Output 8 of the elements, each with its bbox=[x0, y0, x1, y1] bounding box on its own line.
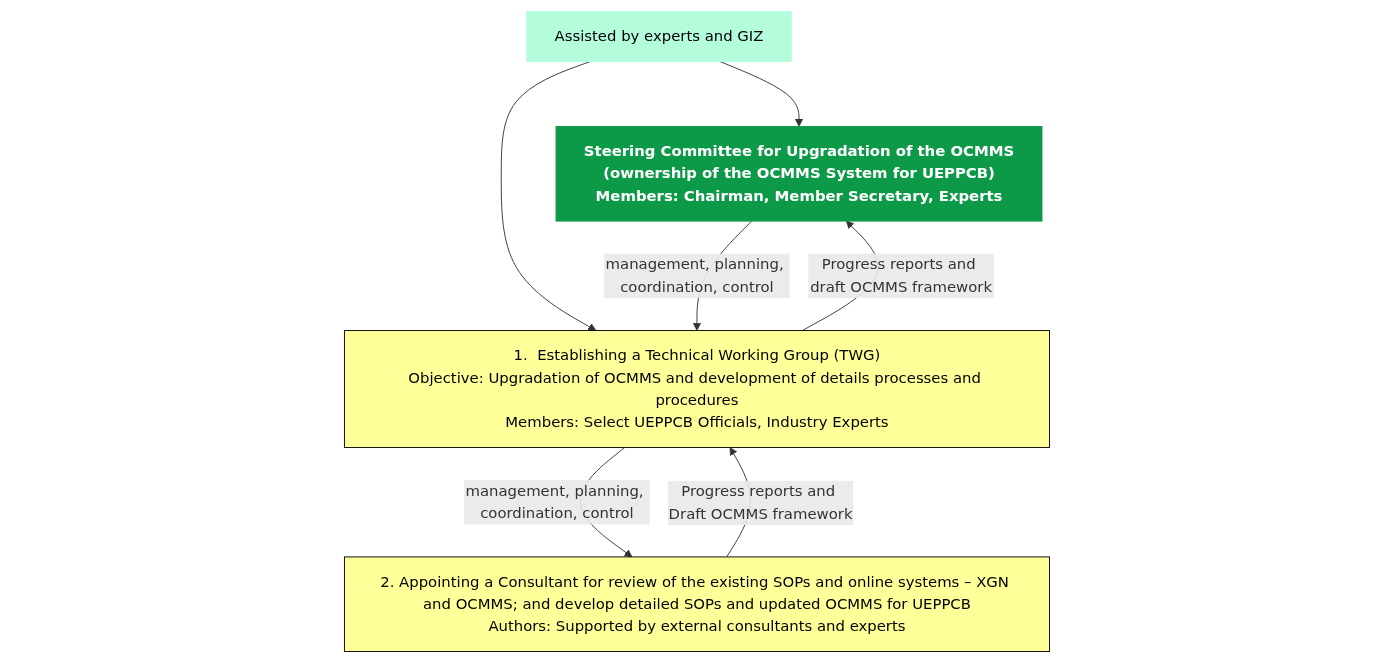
node-box: Assisted by experts and GIZ bbox=[526, 10, 792, 62]
node-box: 1. Establishing a Technical Working Group (TWG) Objective: Upgradation of OCMMS and development of details processes and procedures Members: Select UEPPCB Officials, Industry Experts bbox=[344, 329, 1050, 448]
edge-label: management, planning, coordination, control bbox=[465, 481, 644, 522]
node-box: 2. Appointing a Consultant for review of the existing SOPs and online systems – XGN and OCMMS; and develop detailed SOPs and updated OCMMS for UEPPCB Authors: Supported by external consultants and experts bbox=[344, 555, 1050, 652]
edge-label: management, planning, coordination, control bbox=[605, 254, 784, 295]
edge-label: Progress reports and draft OCMMS framework bbox=[810, 254, 993, 295]
node-box: Steering Committee for Upgradation of the OCMMS (ownership of the OCMMS System for UEPPCB) Members: Chairman, Member Secretary, Experts bbox=[555, 125, 1043, 222]
edge-label: Progress reports and Draft OCMMS framework bbox=[668, 482, 853, 522]
